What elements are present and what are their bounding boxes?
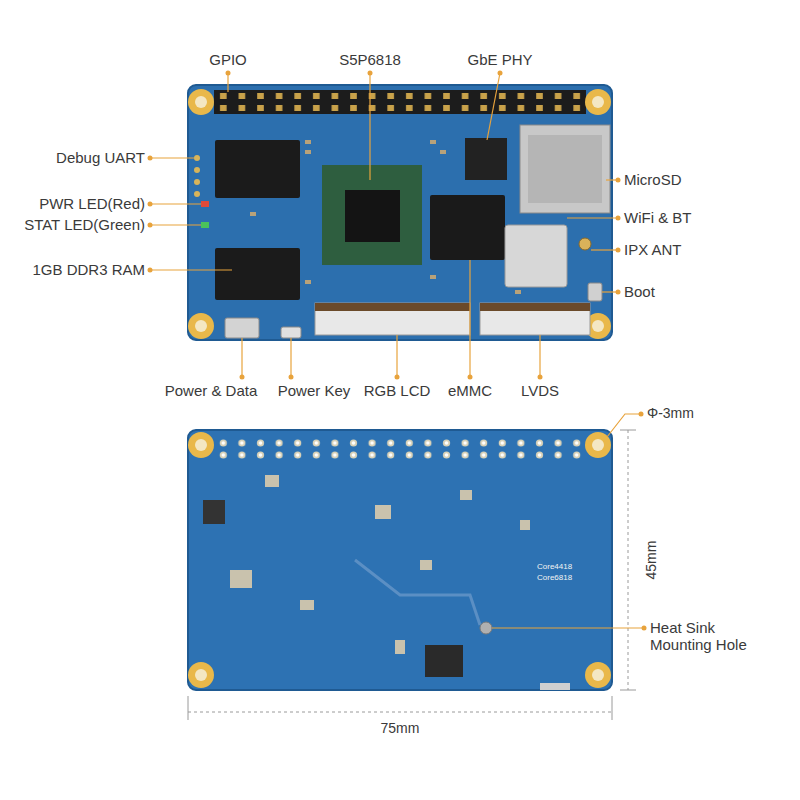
callout-label: Debug UART (56, 149, 145, 166)
callout-label: GbE PHY (467, 51, 532, 68)
dimension-label: 75mm (381, 720, 420, 736)
callout-label: WiFi & BT (624, 209, 692, 226)
callout-label: IPX ANT (624, 241, 682, 258)
callout-label: Heat Sink Mounting Hole (650, 619, 762, 654)
callout-label: S5P6818 (339, 51, 401, 68)
dimension-lines (188, 430, 636, 720)
dimension-label: 45mm (643, 541, 659, 580)
callout-label: LVDS (521, 382, 559, 399)
callout-label: MicroSD (624, 171, 682, 188)
leader-dots (148, 71, 647, 631)
callout-label: Boot (624, 283, 655, 300)
board-top (188, 85, 612, 340)
silkscreen-text: Core6818 (537, 573, 572, 582)
callout-label: Power & Data (165, 382, 258, 399)
callout-label: RGB LCD (364, 382, 431, 399)
callout-label: PWR LED(Red) (39, 195, 145, 212)
callout-label: 1GB DDR3 RAM (32, 261, 145, 278)
board-bottom (188, 430, 612, 690)
callout-label: STAT LED(Green) (24, 216, 145, 233)
silkscreen-text: Core4418 (537, 562, 572, 571)
callout-label: Power Key (278, 382, 351, 399)
callout-label: eMMC (448, 382, 492, 399)
dimension-label: Φ-3mm (647, 405, 694, 421)
callout-label: GPIO (209, 51, 247, 68)
leader-lines (150, 73, 644, 628)
